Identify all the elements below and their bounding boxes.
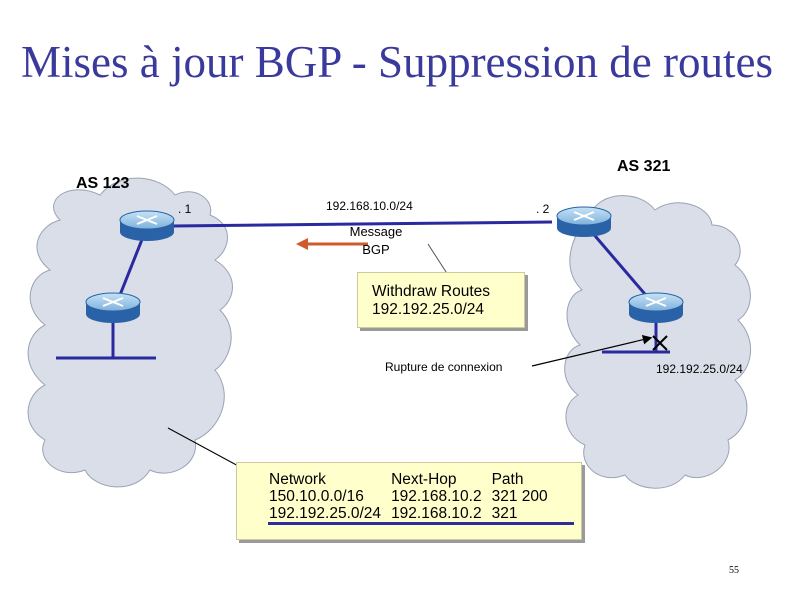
table-header-row: Network Next-Hop Path	[269, 471, 558, 488]
bgp-table: Network Next-Hop Path 150.10.0.0/16 192.…	[269, 471, 558, 522]
table-cell: 192.192.25.0/24	[269, 505, 382, 522]
as321-internal-link	[588, 229, 652, 301]
router-icon	[628, 292, 684, 323]
failure-label: Rupture de connexion	[385, 360, 503, 374]
lost-network-label: 192.192.25.0/24	[656, 362, 743, 376]
router-icon	[556, 206, 612, 237]
as123-label: AS 123	[76, 175, 130, 192]
page-number: 55	[729, 565, 739, 576]
as321-label: AS 321	[617, 158, 671, 175]
router-icon	[119, 210, 175, 241]
as123-cloud	[27, 177, 233, 488]
table-row-highlight	[268, 522, 574, 525]
table-row: 192.192.25.0/24 192.168.10.2 321	[269, 505, 558, 522]
table-header: Network	[269, 471, 326, 488]
bgp-message-arrow	[296, 238, 368, 250]
link-failure-icon	[652, 335, 668, 351]
inter-as-link	[171, 220, 553, 228]
failure-pointer	[531, 334, 653, 367]
right-interface-label: . 2	[536, 202, 550, 216]
withdraw-line1: Withdraw Routes	[372, 283, 491, 300]
router-icon	[85, 292, 141, 323]
withdraw-routes-box: Withdraw Routes 192.192.25.0/24	[357, 272, 525, 328]
link-network-label: 192.168.10.0/24	[326, 199, 413, 213]
table-cell: 192.168.10.2	[391, 505, 482, 522]
table-callout-pointer	[167, 427, 243, 469]
bgp-message-label: Message BGP	[340, 222, 412, 260]
as123-internal-link	[116, 231, 147, 301]
table-cell: 321 200	[491, 488, 548, 505]
table-cell: 150.10.0.0/16	[269, 488, 364, 505]
table-cell: 192.168.10.2	[391, 488, 482, 505]
table-cell: 321	[491, 505, 518, 522]
table-header: Next-Hop	[391, 471, 457, 488]
table-row: 150.10.0.0/16 192.168.10.2 321 200	[269, 488, 558, 505]
table-header: Path	[491, 471, 524, 488]
withdraw-callout-pointer	[427, 243, 449, 276]
bgp-table-box: Network Next-Hop Path 150.10.0.0/16 192.…	[236, 462, 582, 540]
withdraw-line2: 192.192.25.0/24	[372, 301, 485, 318]
slide-title: Mises à jour BGP - Suppression de routes	[20, 37, 774, 87]
bgp-message-line1: Message	[349, 224, 403, 239]
left-interface-label: . 1	[178, 202, 192, 216]
bgp-message-line2: BGP	[362, 242, 390, 257]
